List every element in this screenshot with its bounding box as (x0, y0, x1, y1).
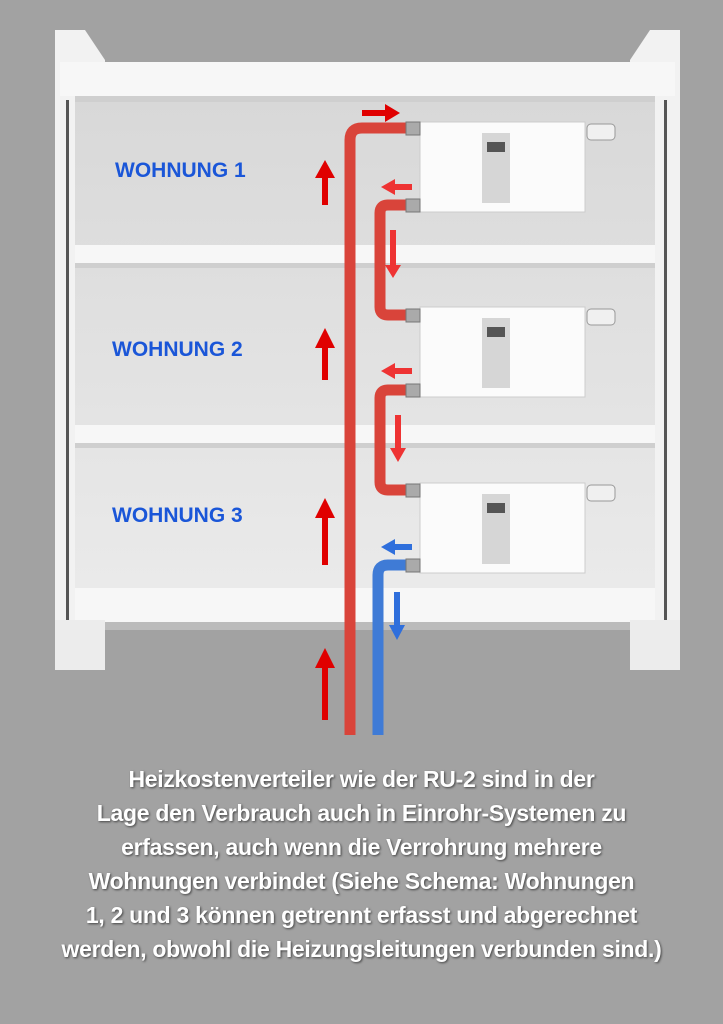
flow-arrow-down-icon (385, 230, 401, 278)
caption-line: erfassen, auch wenn die Verrohrung mehre… (121, 834, 602, 860)
connection-pipe-1-2 (374, 199, 412, 321)
thermostat-valve (586, 484, 616, 502)
caption-line: Heizkostenverteiler wie der RU-2 sind in… (128, 766, 595, 792)
flow-arrow-right-icon (362, 104, 400, 122)
thermostat-valve (586, 123, 616, 141)
flow-arrow-up-icon (315, 498, 335, 565)
caption-line: Wohnungen verbindet (Siehe Schema: Wohnu… (88, 868, 635, 894)
flow-arrow-down-icon (390, 415, 406, 462)
caption-line: Lage den Verbrauch auch in Einrohr-Syste… (96, 800, 627, 826)
flow-arrow-left-icon (381, 539, 412, 555)
supply-riser-pipe (344, 122, 412, 735)
flow-arrow-left-icon (381, 363, 412, 379)
caption-line: werden, obwohl die Heizungsleitungen ver… (61, 936, 662, 962)
apartment-label-3: WOHNUNG 3 (112, 504, 243, 527)
radiator-2 (419, 306, 616, 398)
flow-arrow-up-icon (315, 648, 335, 720)
caption: Heizkostenverteiler wie der RU-2 sind in… (0, 762, 723, 966)
flow-arrow-up-icon (315, 328, 335, 380)
radiator-1 (419, 121, 616, 213)
apartment-label-2: WOHNUNG 2 (112, 338, 243, 361)
flow-arrow-left-icon (381, 179, 412, 195)
apartment-label-1: WOHNUNG 1 (115, 159, 246, 182)
connection-pipe-2-3 (374, 384, 412, 496)
heating-schema-diagram (55, 30, 680, 735)
caption-line: 1, 2 und 3 können getrennt erfasst und a… (85, 902, 638, 928)
radiator-3 (419, 482, 616, 574)
thermostat-valve (586, 308, 616, 326)
flow-arrow-up-icon (315, 160, 335, 205)
return-pipe (372, 559, 412, 735)
flow-arrow-down-icon (389, 592, 405, 640)
